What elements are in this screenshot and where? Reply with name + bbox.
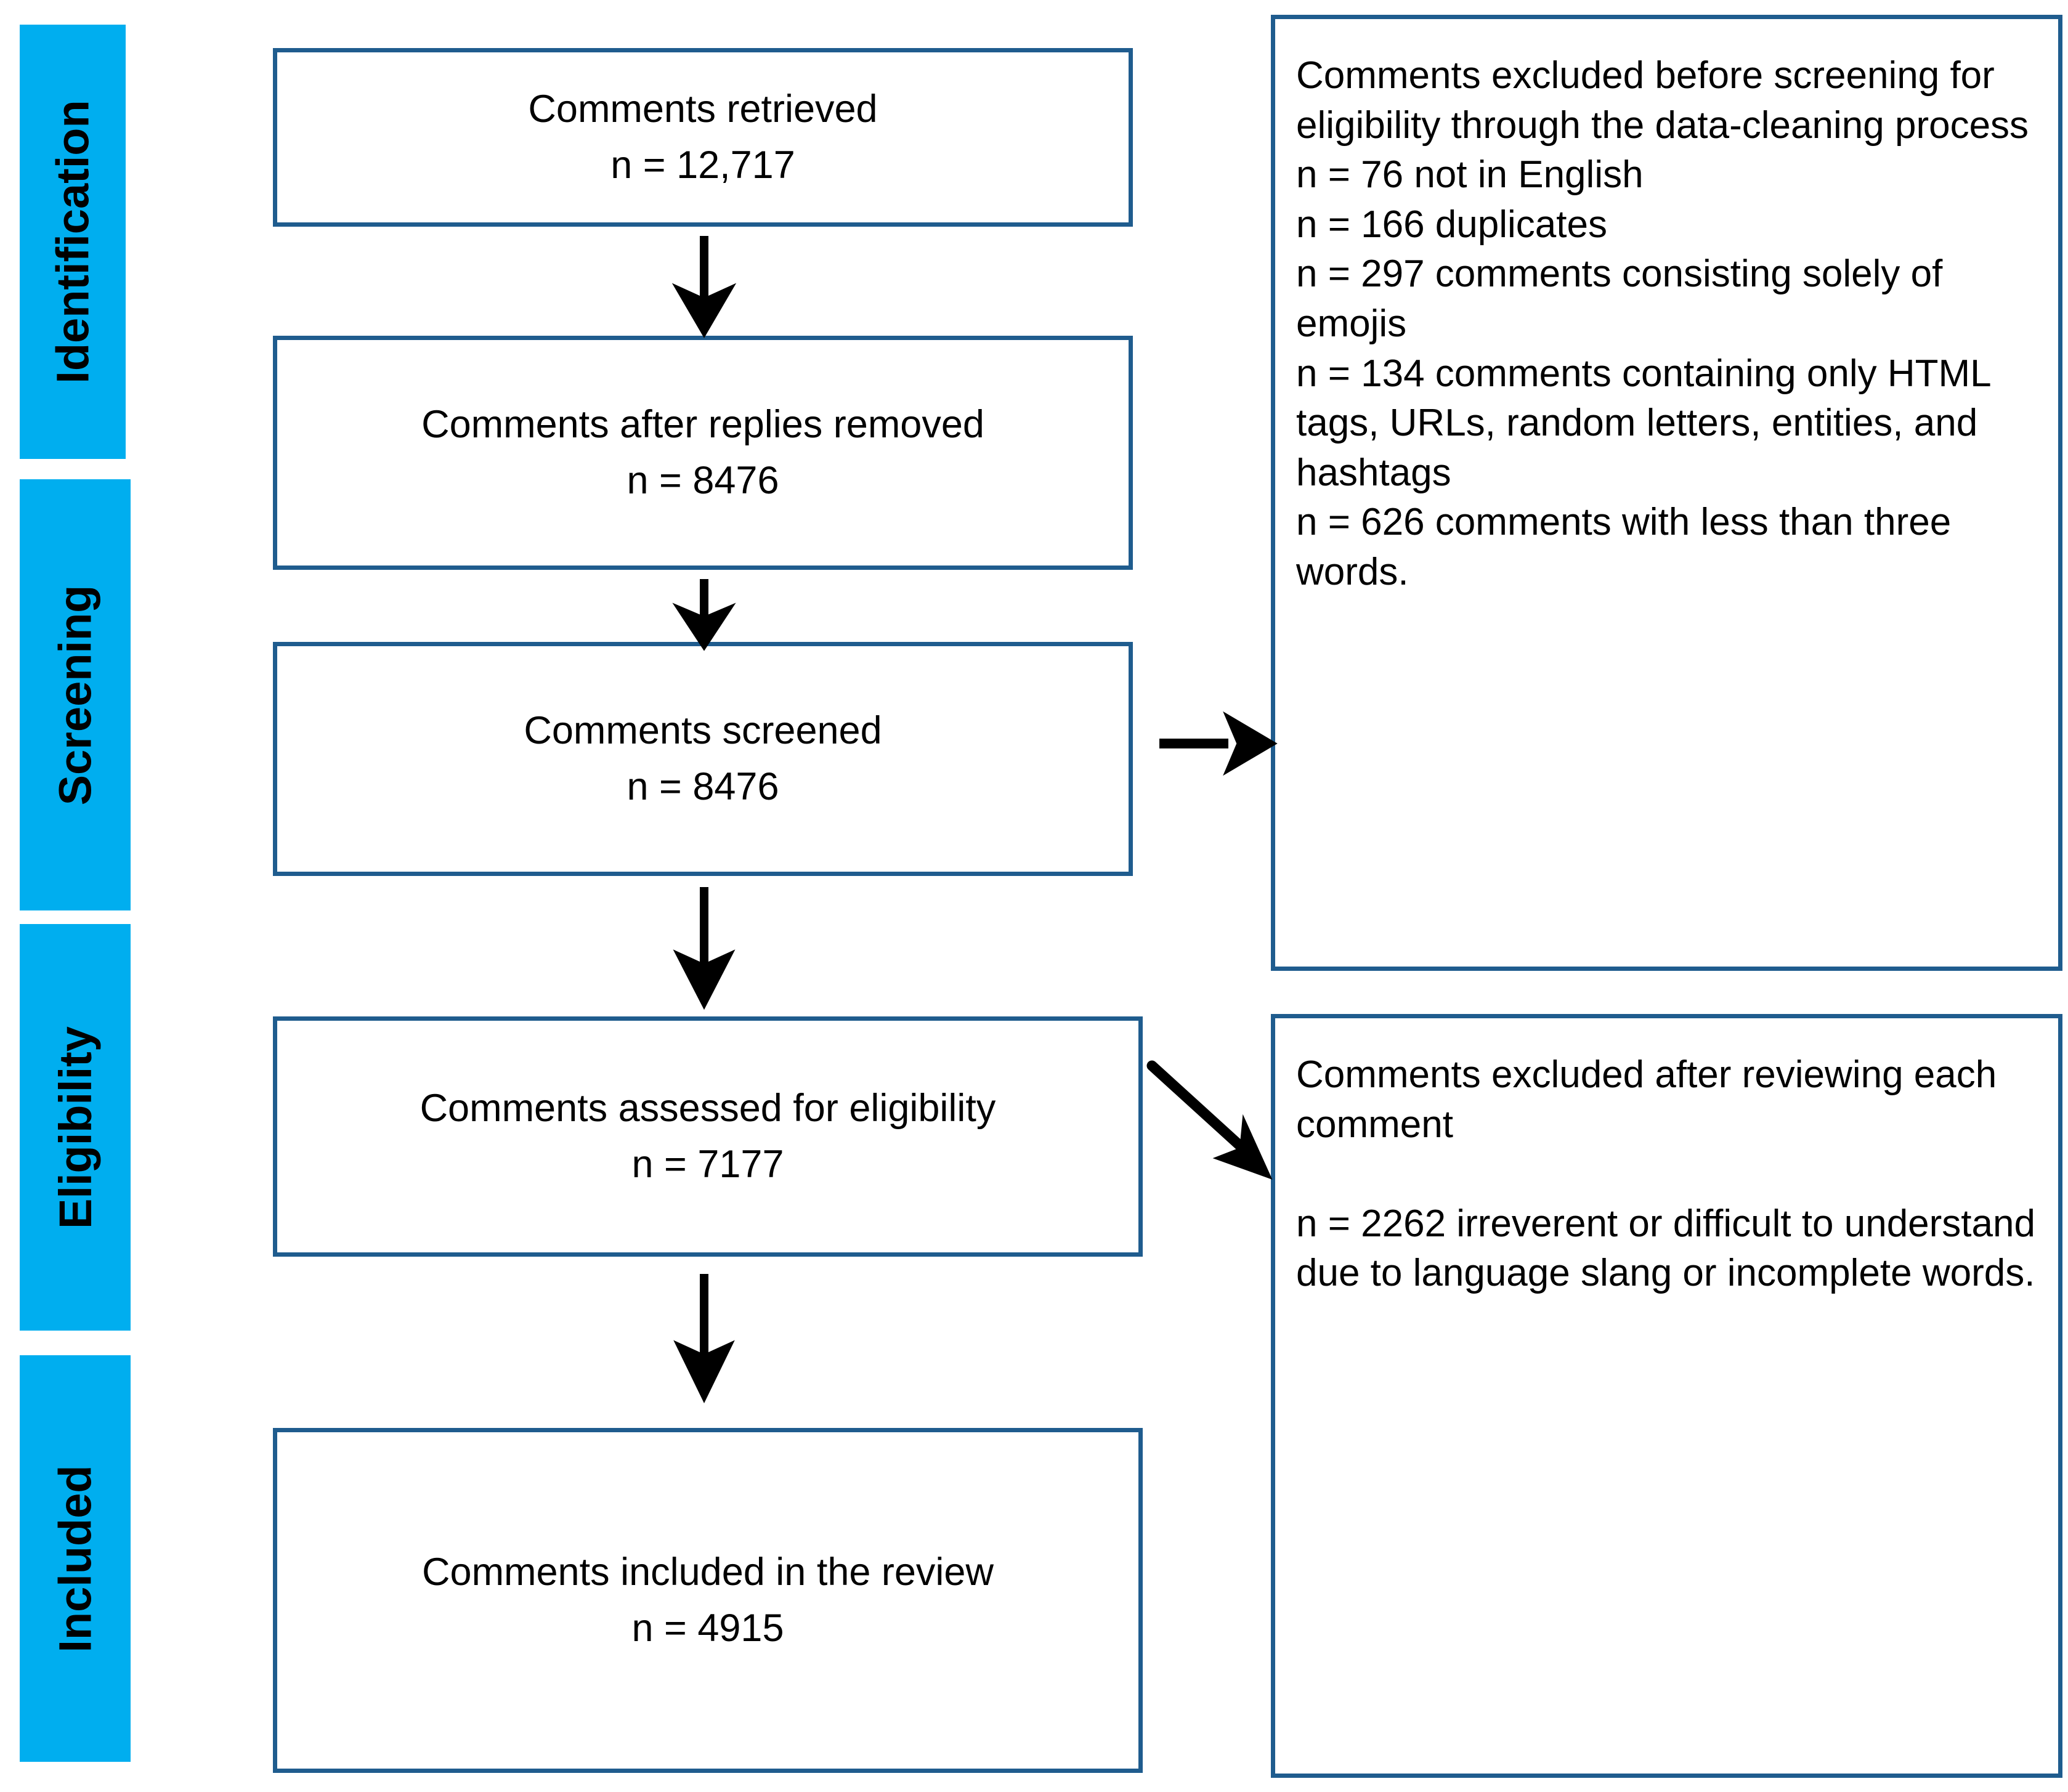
flow-box-count: n = 4915 [631, 1607, 784, 1650]
flow-box-count: n = 12,717 [610, 144, 795, 187]
stage-bar-identification: Identification [20, 25, 126, 459]
flow-box-title: Comments after replies removed [421, 402, 984, 446]
arrow-screened-to-assessed [673, 887, 736, 1010]
stage-label-identification: Identification [47, 100, 99, 384]
stage-label-eligibility: Eligibility [49, 1026, 101, 1229]
flow-box-comments-included-in-the-review: Comments included in the review n = 4915 [273, 1428, 1143, 1773]
flow-box-title: Comments included in the review [422, 1550, 994, 1594]
exclusion-reason: n = 134 comments containing only HTML ta… [1296, 352, 2001, 494]
exclusion-box-after-review: Comments excluded after reviewing each c… [1271, 1014, 2062, 1778]
arrow-retrieved-to-replies-removed [671, 236, 737, 338]
stage-bar-eligibility: Eligibility [20, 924, 131, 1331]
stage-label-screening: Screening [49, 585, 101, 805]
stage-bar-screening: Screening [20, 479, 131, 910]
flow-box-count: n = 8476 [626, 765, 779, 808]
exclusion-heading: Comments excluded after reviewing each c… [1296, 1053, 2008, 1146]
flow-box-comments-retrieved: Comments retrieved n = 12,717 [273, 48, 1133, 227]
flow-box-comments-after-replies-removed: Comments after replies removed n = 8476 [273, 336, 1133, 570]
arrow-replies-removed-to-screened [672, 579, 736, 651]
flow-box-title: Comments retrieved [528, 87, 878, 131]
flow-box-count: n = 8476 [626, 459, 779, 502]
flow-box-title: Comments assessed for eligibility [420, 1086, 996, 1130]
exclusion-heading: Comments excluded before screening for e… [1296, 54, 2029, 147]
stage-label-included: Included [49, 1464, 101, 1653]
exclusion-reason: n = 297 comments consisting solely of em… [1296, 253, 1953, 345]
exclusion-box-before-screening: Comments excluded before screening for e… [1271, 15, 2062, 971]
arrow-assessed-to-excluded-after [1146, 1060, 1273, 1180]
exclusion-reason: n = 166 duplicates [1296, 203, 1607, 246]
flow-box-comments-screened: Comments screened n = 8476 [273, 642, 1133, 876]
arrow-assessed-to-included [673, 1274, 735, 1404]
stage-bar-included: Included [20, 1355, 131, 1762]
exclusion-reason: n = 2262 irreverent or difficult to unde… [1296, 1202, 2046, 1295]
exclusion-reason: n = 626 comments with less than three wo… [1296, 501, 1962, 593]
flow-box-count: n = 7177 [631, 1143, 784, 1186]
arrow-screened-to-excluded-before [1159, 711, 1278, 776]
flow-box-title: Comments screened [524, 708, 882, 752]
flow-box-comments-assessed-for-eligibility: Comments assessed for eligibility n = 71… [273, 1016, 1143, 1257]
exclusion-reason: n = 76 not in English [1296, 153, 1644, 197]
